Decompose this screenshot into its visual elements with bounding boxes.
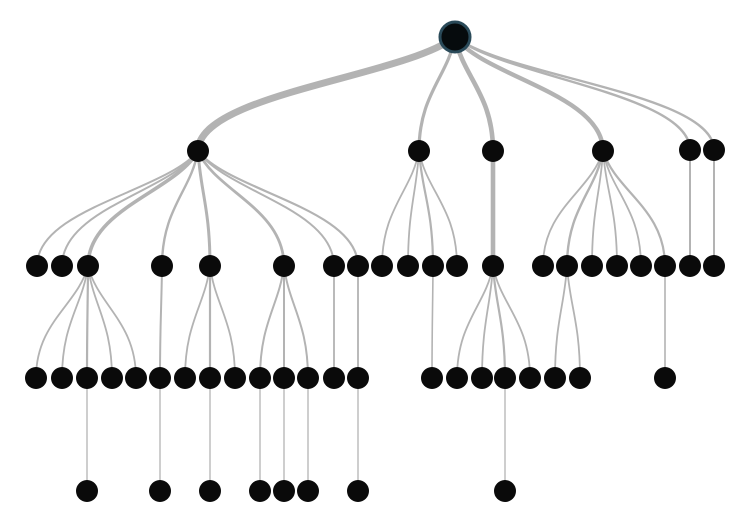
tree-node[interactable] — [174, 367, 196, 389]
tree-node[interactable] — [482, 140, 504, 162]
tree-edge-A-A8 — [196, 149, 360, 268]
tree-node[interactable] — [323, 367, 345, 389]
tree-node[interactable] — [581, 255, 603, 277]
tree-node[interactable] — [371, 255, 393, 277]
tree-node[interactable] — [494, 367, 516, 389]
tree-node[interactable] — [273, 480, 295, 502]
tree-edge-C1-C1a — [456, 265, 494, 379]
tree-node[interactable] — [446, 255, 468, 277]
tree-edge-R-A — [194, 33, 459, 155]
tree-edge-A4-A4a — [159, 265, 163, 379]
tree-node[interactable] — [51, 367, 73, 389]
tree-edge-D-D5 — [602, 150, 642, 267]
tree-node[interactable] — [26, 255, 48, 277]
tree-node[interactable] — [199, 367, 221, 389]
tree-edge-B-B1 — [381, 150, 420, 267]
tree-edges — [35, 33, 716, 492]
tree-node[interactable] — [446, 367, 468, 389]
tree-node[interactable] — [519, 367, 541, 389]
tree-edge-R-D — [452, 34, 606, 154]
tree-node[interactable] — [482, 255, 504, 277]
tree-node[interactable] — [422, 255, 444, 277]
tree-node[interactable] — [569, 367, 591, 389]
tree-node[interactable] — [51, 255, 73, 277]
tree-edge-D2-D2a — [554, 265, 568, 379]
tree-node[interactable] — [408, 140, 430, 162]
tree-node[interactable] — [199, 480, 221, 502]
tree-edge-B-B4 — [418, 150, 458, 267]
tree-node[interactable] — [125, 367, 147, 389]
tree-edge-R-F — [453, 35, 716, 152]
tree-node[interactable] — [101, 367, 123, 389]
tree-node[interactable] — [654, 367, 676, 389]
tree-node[interactable] — [249, 480, 271, 502]
tree-node[interactable] — [421, 367, 443, 389]
tree-node[interactable] — [187, 140, 209, 162]
tree-node[interactable] — [77, 255, 99, 277]
tree-edge-A-A1 — [36, 150, 199, 267]
tree-node[interactable] — [679, 255, 701, 277]
tree-edge-A-A2 — [61, 150, 199, 267]
tree-node[interactable] — [273, 367, 295, 389]
tree-node[interactable] — [297, 367, 319, 389]
tree-node[interactable] — [76, 367, 98, 389]
tree-edge-A3-A3e — [87, 265, 137, 379]
tree-edge-B3-B3a — [431, 265, 434, 379]
tree-root-node[interactable] — [438, 20, 472, 54]
tree-edge-A3-A3c — [85, 264, 90, 380]
tree-node[interactable] — [199, 255, 221, 277]
tree-edge-A-A7 — [197, 150, 335, 267]
tree-node[interactable] — [654, 255, 676, 277]
tree-node[interactable] — [149, 480, 171, 502]
tree-node[interactable] — [532, 255, 554, 277]
tree-edge-A3-A3b — [61, 265, 89, 379]
tree-edge-B-B2 — [407, 150, 420, 267]
tree-edge-D2-D2b — [566, 265, 581, 379]
tree-edge-A5-A5c — [209, 265, 236, 379]
tree-node[interactable] — [347, 480, 369, 502]
tree-edge-B-B3 — [417, 149, 435, 268]
tree-edge-A-A3 — [86, 149, 200, 268]
tree-node[interactable] — [703, 139, 725, 161]
tree-node[interactable] — [679, 139, 701, 161]
tree-node[interactable] — [347, 255, 369, 277]
tree-node[interactable] — [544, 367, 566, 389]
tree-edge-D-D1 — [542, 150, 604, 267]
tree-node[interactable] — [471, 367, 493, 389]
tree-node[interactable] — [494, 480, 516, 502]
tree-node[interactable] — [25, 367, 47, 389]
tree-node[interactable] — [297, 480, 319, 502]
tree-edge-C1-C1c — [491, 264, 507, 380]
tree-edge-D-D2 — [565, 149, 605, 268]
tree-edge-D-D6 — [601, 149, 667, 268]
tree-node[interactable] — [323, 255, 345, 277]
tree-node[interactable] — [76, 480, 98, 502]
tree-edge-D-D4 — [602, 150, 618, 267]
tree-edge-C1-C1d — [492, 265, 531, 379]
tree-node[interactable] — [703, 255, 725, 277]
tree-node[interactable] — [397, 255, 419, 277]
tree-node[interactable] — [149, 367, 171, 389]
tree-node[interactable] — [273, 255, 295, 277]
tree-edge-A6-A6a — [259, 265, 285, 379]
tree-edge-A3-A3a — [35, 265, 89, 379]
tree-node[interactable] — [249, 367, 271, 389]
tree-node[interactable] — [224, 367, 246, 389]
tree-node[interactable] — [592, 140, 614, 162]
tree-edge-C1-C1b — [481, 265, 494, 379]
tree-edge-A-A6 — [196, 149, 286, 268]
tree-edge-A5-A5a — [184, 265, 211, 379]
tree-nodes — [25, 20, 725, 502]
tree-node[interactable] — [606, 255, 628, 277]
tree-edge-A3-A3d — [87, 265, 113, 379]
tree-edge-A-A5 — [196, 149, 212, 268]
tree-node[interactable] — [347, 367, 369, 389]
tree-edge-A-A4 — [160, 149, 200, 268]
tree-node[interactable] — [556, 255, 578, 277]
tree-node[interactable] — [630, 255, 652, 277]
tree-edge-D-D3 — [591, 150, 604, 267]
tree-edge-A6-A6c — [283, 265, 309, 379]
tree-node[interactable] — [151, 255, 173, 277]
